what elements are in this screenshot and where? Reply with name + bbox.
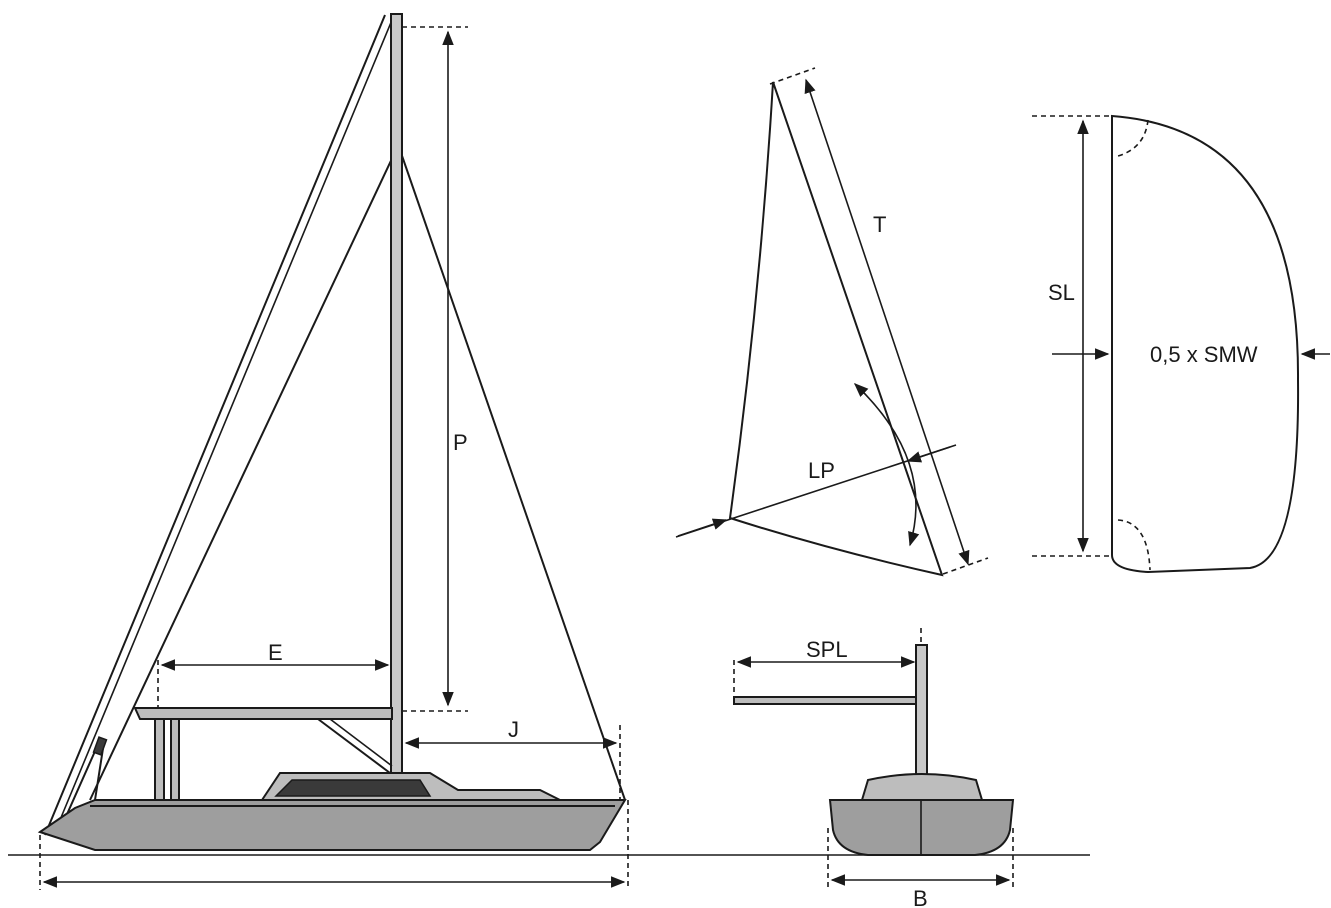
forestay-outer bbox=[44, 14, 386, 836]
boom-vang-2 bbox=[329, 718, 393, 767]
spinnaker-view: SL 0,5 x SMW bbox=[1032, 114, 1330, 574]
label-smw: 0,5 x SMW bbox=[1150, 342, 1258, 367]
sailboat-side-view: P E J bbox=[8, 13, 1090, 890]
dimension-j: J bbox=[404, 717, 621, 800]
cabin-window bbox=[274, 779, 432, 797]
boom-support-fwd bbox=[170, 718, 180, 802]
label-sl: SL bbox=[1048, 280, 1075, 305]
dimension-p: P bbox=[402, 26, 468, 712]
headsail bbox=[728, 81, 944, 577]
label-spl: SPL bbox=[806, 637, 848, 662]
spinnaker bbox=[1111, 114, 1300, 574]
label-lp: LP bbox=[808, 458, 835, 483]
transverse-cabin bbox=[860, 773, 984, 801]
forestay-outer-2 bbox=[54, 19, 393, 833]
label-j: J bbox=[508, 717, 519, 742]
label-t: T bbox=[873, 212, 886, 237]
dimension-loa bbox=[39, 800, 629, 890]
dimension-e: E bbox=[157, 640, 390, 708]
backstay bbox=[399, 149, 626, 801]
transverse-view: SPL B bbox=[733, 628, 1015, 908]
label-e: E bbox=[268, 640, 283, 665]
headsail-view: T LP bbox=[675, 67, 989, 577]
boom-vang bbox=[317, 718, 391, 774]
label-b: B bbox=[913, 886, 928, 908]
hull bbox=[37, 799, 627, 851]
boom-support-aft bbox=[154, 718, 165, 802]
mast bbox=[390, 13, 403, 777]
label-p: P bbox=[453, 430, 468, 455]
bow-fitting bbox=[92, 736, 108, 756]
transverse-mast bbox=[915, 644, 928, 776]
boom bbox=[133, 707, 393, 720]
spinnaker-pole bbox=[733, 696, 917, 705]
inner-forestay bbox=[89, 149, 397, 801]
